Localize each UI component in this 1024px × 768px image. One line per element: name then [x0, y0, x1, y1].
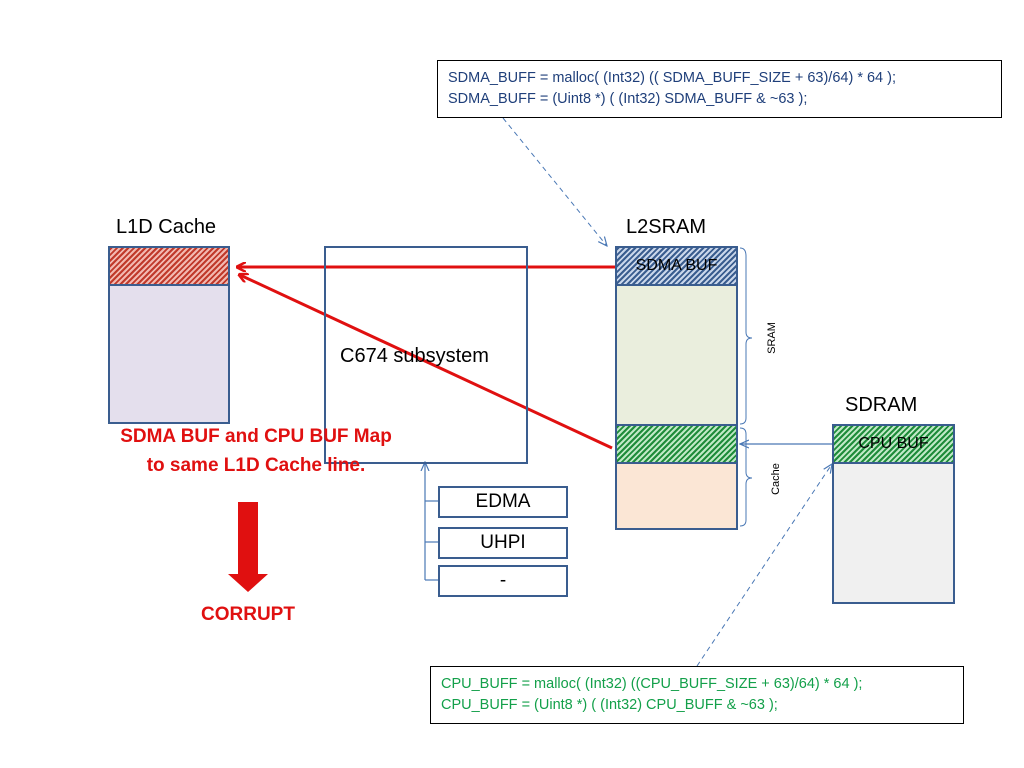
sram-side-label: SRAM	[765, 322, 778, 354]
cache-brace	[739, 427, 753, 527]
down-arrow	[228, 502, 268, 592]
sdma-code-box: SDMA_BUFF = malloc( (Int32) (( SDMA_BUFF…	[437, 60, 1002, 118]
sdma-code-line-1: SDMA_BUFF = malloc( (Int32) (( SDMA_BUFF…	[448, 70, 897, 86]
l1d-cache-body	[108, 284, 230, 424]
dashed-link-cpu	[696, 464, 832, 667]
master-uhpi: UHPI	[438, 527, 568, 559]
sram-brace	[739, 247, 753, 425]
cpu-code-line-2: CPU_BUFF = (Uint8 *) ( (Int32) CPU_BUFF …	[441, 697, 778, 713]
l1d-cache-title: L1D Cache	[116, 216, 217, 238]
warning-line-2: to same L1D Cache line.	[146, 455, 366, 476]
red-arrow-cpu	[240, 275, 613, 450]
c674-subsystem-box	[324, 246, 528, 464]
cpu-code-line-1: CPU_BUFF = malloc( (Int32) ((CPU_BUFF_SI…	[441, 676, 863, 692]
sdma-buf-label: SDMA BUF	[635, 257, 718, 274]
corrupt-label: CORRUPT	[201, 604, 295, 625]
l2-cache-region	[615, 462, 738, 530]
master-other: -	[438, 565, 568, 597]
l1d-cache-line	[108, 246, 230, 286]
sdma-buf-block: SDMA BUF	[615, 246, 738, 286]
l2sram-title: L2SRAM	[626, 216, 707, 238]
cpu-buf-block: CPU BUF	[832, 424, 955, 464]
sdma-code-line-2: SDMA_BUFF = (Uint8 *) ( (Int32) SDMA_BUF…	[448, 91, 808, 107]
c674-subsystem-label: C674 subsystem	[340, 345, 489, 367]
cpu-code-box: CPU_BUFF = malloc( (Int32) ((CPU_BUFF_SI…	[430, 666, 964, 724]
sdram-body	[832, 462, 955, 604]
sdram-title: SDRAM	[845, 394, 918, 416]
warning-line-1: SDMA BUF and CPU BUF Map	[120, 426, 392, 447]
cache-side-label: Cache	[769, 463, 782, 495]
master-edma: EDMA	[438, 486, 568, 518]
dashed-link-sdma	[502, 117, 607, 246]
l2-cache-line	[615, 424, 738, 464]
l2-sram-region	[615, 284, 738, 426]
cpu-buf-label: CPU BUF	[858, 435, 929, 452]
